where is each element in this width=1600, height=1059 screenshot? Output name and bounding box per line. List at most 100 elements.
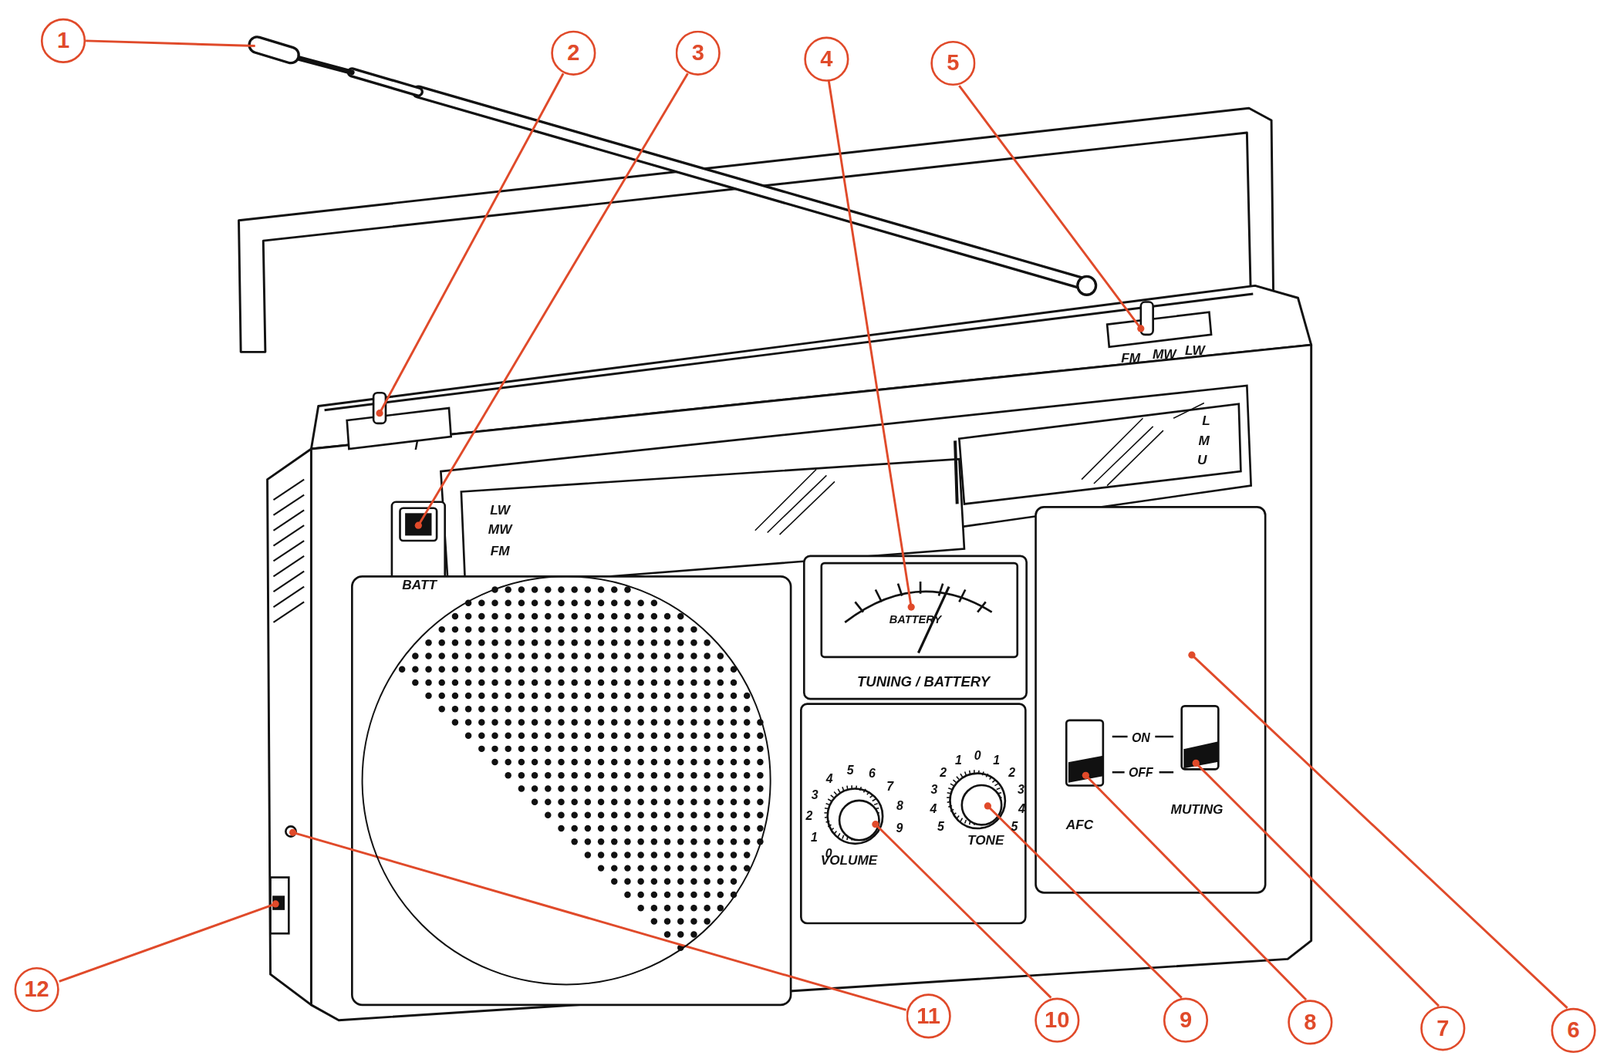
grille-hole: [531, 772, 538, 779]
grille-hole: [597, 586, 605, 593]
grille-hole: [570, 692, 578, 699]
grille-hole: [703, 772, 710, 779]
grille-hole: [504, 586, 511, 593]
grille-hole: [478, 745, 485, 753]
grille-hole: [717, 825, 724, 832]
grille-hole: [557, 613, 564, 620]
grille-hole: [730, 759, 737, 766]
grille-hole: [411, 679, 419, 686]
grille-hole: [664, 718, 671, 726]
grille-hole: [531, 586, 538, 593]
grille-hole: [584, 851, 591, 858]
grille-hole: [584, 586, 591, 593]
grille-hole: [743, 785, 750, 792]
grille-hole: [544, 798, 551, 805]
grille-hole: [703, 851, 710, 858]
grille-hole: [465, 732, 472, 739]
grille-hole: [690, 732, 697, 739]
leader-lines: [59, 40, 1568, 1011]
grille-hole: [624, 864, 631, 871]
panel-label: 5: [1010, 820, 1018, 834]
panel-label: OFF: [1128, 766, 1154, 779]
callout-text: 1: [57, 29, 70, 52]
grille-hole: [518, 692, 525, 699]
grille-hole: [664, 785, 671, 792]
grille-hole: [624, 812, 631, 819]
grille-hole: [504, 679, 511, 686]
front-face: [310, 344, 1311, 1021]
tuning-panel: [1036, 506, 1266, 893]
panel-label: 3: [930, 783, 938, 796]
grille-hole: [677, 812, 684, 819]
panel-label: U: [1197, 453, 1207, 467]
grille-hole: [465, 692, 472, 699]
callout-number: 2: [550, 30, 596, 76]
grille-hole: [610, 665, 618, 672]
grille-hole: [570, 652, 578, 659]
panel-label: I: [414, 438, 419, 452]
grille-hole: [624, 679, 631, 686]
grille-hole: [703, 732, 710, 739]
grille-hole: [465, 718, 472, 726]
grille-hole: [651, 679, 658, 686]
panel-label: 2: [1008, 766, 1016, 779]
callout-number: 3: [675, 30, 721, 76]
grille-hole: [544, 586, 551, 593]
grille-hole: [651, 798, 658, 805]
grille-hole: [597, 798, 605, 805]
control-knob: [823, 785, 883, 844]
grille-hole: [717, 665, 724, 672]
grille-hole: [677, 864, 684, 871]
grille-hole: [610, 878, 618, 885]
grille-hole: [651, 665, 658, 672]
grille-hole: [557, 705, 564, 713]
grille-hole: [624, 705, 631, 713]
grille-hole: [651, 705, 658, 713]
grille-hole: [504, 745, 511, 753]
callout-text: 4: [820, 47, 833, 71]
grille-hole: [651, 759, 658, 766]
grille-hole: [664, 825, 671, 832]
callout-number: 7: [1420, 1005, 1465, 1051]
grille-hole: [637, 599, 644, 606]
leader-dots: [272, 324, 1200, 908]
grille-hole: [570, 599, 578, 606]
grille-hole: [597, 679, 605, 686]
grille-hole: [597, 745, 605, 753]
panel-label: MUTING: [1171, 802, 1224, 816]
callout-text: 9: [1179, 1009, 1192, 1032]
grille-hole: [651, 864, 658, 871]
grille-hole: [610, 613, 618, 620]
panel-label: BATT: [401, 577, 437, 591]
panel-label: ON: [1131, 731, 1151, 744]
grille-hole: [610, 599, 618, 606]
grille-hole: [584, 613, 591, 620]
grille-hole: [544, 613, 551, 620]
grille-hole: [756, 759, 763, 766]
grille-hole: [518, 745, 525, 753]
grille-hole: [584, 812, 591, 819]
callout-number: 9: [1163, 998, 1209, 1044]
grille-hole: [570, 732, 578, 739]
grille-hole: [664, 613, 671, 620]
grille-hole: [756, 785, 763, 792]
grille-hole: [717, 692, 724, 699]
grille-hole: [624, 825, 631, 832]
grille-hole: [637, 772, 644, 779]
grille-hole: [730, 825, 737, 832]
grille-hole: [584, 838, 591, 845]
grille-hole: [584, 732, 591, 739]
grille-hole: [491, 679, 498, 686]
grille-hole: [597, 772, 605, 779]
grille-hole: [677, 904, 684, 912]
grille-hole: [651, 851, 658, 858]
panel-label: 4: [826, 772, 834, 785]
grille-hole: [518, 665, 525, 672]
grille-hole: [557, 798, 564, 805]
grille-hole: [557, 732, 564, 739]
grille-hole: [504, 665, 511, 672]
grille-hole: [664, 759, 671, 766]
headphone-socket: [285, 826, 296, 837]
grille-hole: [690, 838, 697, 845]
